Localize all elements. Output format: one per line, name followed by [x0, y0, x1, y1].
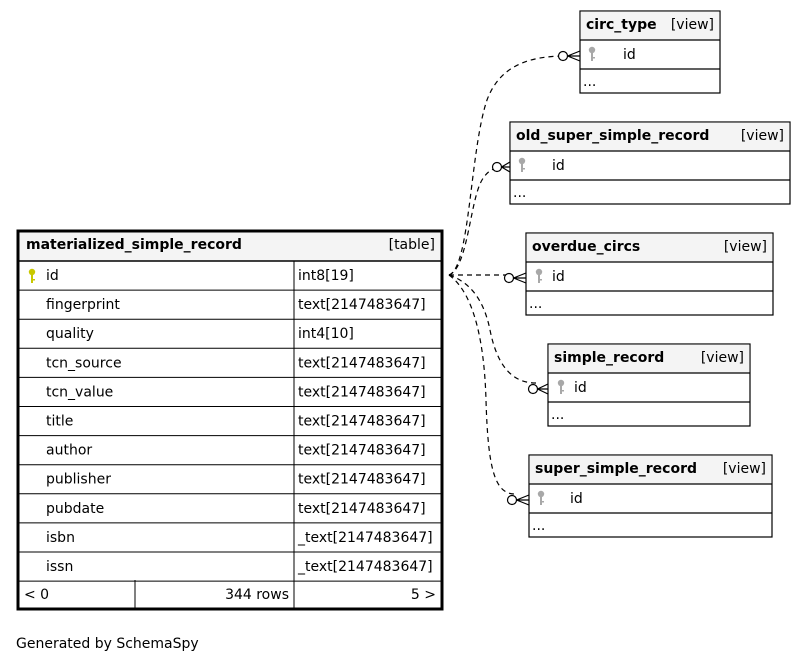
- table-materialized-simple-record[interactable]: materialized_simple_record [table] id int…: [16, 229, 444, 611]
- view-column-name: id: [570, 491, 583, 507]
- relationship-super-simple-record: [448, 274, 516, 495]
- generated-by-footer: Generated by SchemaSpy: [16, 636, 199, 652]
- table-header: [19, 232, 441, 261]
- column-type: text[2147483647]: [298, 443, 426, 459]
- table-kind-label: [table]: [389, 237, 435, 253]
- column-type: text[2147483647]: [298, 297, 426, 313]
- column-name: publisher: [46, 472, 111, 488]
- column-name: tcn_value: [46, 384, 113, 400]
- table-row: fingerprint text[2147483647]: [18, 297, 442, 320]
- relationship-circ-type: [448, 55, 567, 276]
- table-row: tcn_source text[2147483647]: [18, 355, 442, 378]
- table-row-count: 344 rows: [225, 587, 289, 603]
- column-type: _text[2147483647]: [297, 530, 433, 546]
- column-name: pubdate: [46, 501, 104, 517]
- column-type: text[2147483647]: [298, 501, 426, 517]
- view-kind-label: [view]: [741, 128, 784, 144]
- table-row: issn _text[2147483647]: [18, 559, 442, 582]
- view-overdue-circs[interactable]: overdue_circs [view] id...: [525, 232, 774, 316]
- column-name: author: [46, 443, 92, 459]
- column-type: text[2147483647]: [298, 414, 426, 430]
- view-more-columns: ...: [583, 74, 596, 90]
- relationship-old-super-simple-record: [448, 167, 501, 276]
- table-row: tcn_value text[2147483647]: [18, 384, 442, 407]
- column-type: text[2147483647]: [298, 384, 426, 400]
- view-more-columns: ...: [551, 407, 564, 423]
- column-name: quality: [46, 326, 94, 342]
- view-column-name: id: [574, 380, 587, 396]
- view-kind-label: [view]: [723, 461, 766, 477]
- view-column-name: id: [552, 158, 565, 174]
- table-title: materialized_simple_record: [26, 237, 242, 253]
- view-title: old_super_simple_record: [516, 128, 709, 144]
- table-row: author text[2147483647]: [18, 443, 442, 466]
- column-type: int4[10]: [298, 326, 354, 342]
- column-type: int8[19]: [298, 268, 354, 284]
- crows-foot-icon: [557, 50, 581, 62]
- view-kind-label: [view]: [724, 239, 767, 255]
- column-name: isbn: [46, 530, 75, 546]
- table-row: title text[2147483647]: [18, 414, 442, 437]
- view-more-columns: ...: [513, 185, 526, 201]
- view-column-name: id: [623, 47, 636, 63]
- view-super-simple-record[interactable]: super_simple_record [view] id...: [528, 454, 773, 538]
- table-row: isbn _text[2147483647]: [18, 530, 442, 553]
- column-name: id: [46, 268, 59, 284]
- column-name: issn: [46, 559, 73, 575]
- view-title: overdue_circs: [532, 239, 640, 255]
- column-name: tcn_source: [46, 355, 122, 371]
- table-children-count[interactable]: 5 >: [411, 587, 436, 603]
- crows-foot-icon: [503, 272, 527, 284]
- table-row: publisher text[2147483647]: [18, 472, 442, 495]
- view-kind-label: [view]: [671, 17, 714, 33]
- crows-foot-icon: [506, 494, 530, 506]
- view-title: super_simple_record: [535, 461, 697, 477]
- table-row: pubdate text[2147483647]: [18, 501, 442, 524]
- crows-foot-icon: [491, 161, 511, 173]
- crows-foot-icon: [527, 383, 549, 395]
- table-parents-count[interactable]: < 0: [24, 587, 49, 603]
- table-frame: [16, 229, 444, 611]
- view-circ-type[interactable]: circ_type [view] id...: [579, 10, 721, 94]
- view-title: simple_record: [554, 350, 664, 366]
- view-more-columns: ...: [532, 518, 545, 534]
- view-old-super-simple-record[interactable]: old_super_simple_record [view] id...: [509, 121, 791, 205]
- table-row: id int8[19]: [18, 268, 442, 291]
- relationship-endpoints: [491, 50, 581, 506]
- view-column-name: id: [552, 269, 565, 285]
- column-type: text[2147483647]: [298, 472, 426, 488]
- view-title: circ_type: [586, 17, 657, 33]
- column-name: fingerprint: [46, 297, 120, 313]
- relationship-simple-record: [448, 274, 537, 384]
- view-kind-label: [view]: [701, 350, 744, 366]
- column-type: _text[2147483647]: [297, 559, 433, 575]
- column-type: text[2147483647]: [298, 355, 426, 371]
- table-row: quality int4[10]: [18, 326, 442, 349]
- view-more-columns: ...: [529, 296, 542, 312]
- column-name: title: [46, 414, 73, 430]
- view-simple-record[interactable]: simple_record [view] id...: [547, 343, 751, 427]
